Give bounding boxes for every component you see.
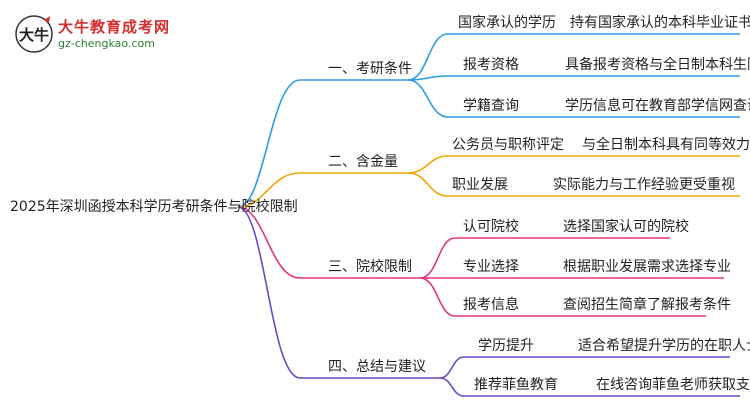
branch-1-topic-2: 报考资格: [463, 57, 519, 73]
branch-3-label: 三、院校限制: [328, 259, 412, 275]
branch-3-detail-1: 选择国家认可的院校: [563, 219, 689, 235]
branch-3-topic-3: 报考信息: [463, 297, 519, 313]
branch-1-topic-1: 国家承认的学历: [458, 15, 556, 31]
logo-emblem-icon: 大牛: [15, 15, 53, 53]
site-logo: 大牛 大牛教育成考网 gz-chengkao.com: [8, 10, 208, 56]
branch-4-detail-2: 在线咨询菲鱼老师获取支持: [596, 377, 750, 393]
logo-title: 大牛教育成考网: [58, 18, 171, 36]
branch-2-topic-1: 公务员与职称评定: [452, 137, 564, 153]
branch-4-detail-1: 适合希望提升学历的在职人士: [578, 338, 750, 354]
branch-1-detail-2: 具备报考资格与全日制本科生同等: [565, 57, 750, 73]
branch-4-connectors: [237, 206, 740, 397]
branch-3-topic-1: 认可院校: [463, 219, 519, 235]
branch-4-topic-2: 推荐菲鱼教育: [474, 377, 558, 393]
branch-1-connectors: [237, 33, 740, 208]
branch-3-topic-2: 专业选择: [463, 259, 519, 275]
branch-2-detail-1: 与全日制本科具有同等效力: [582, 137, 750, 153]
svg-text:大牛: 大牛: [19, 26, 49, 44]
branch-3-detail-2: 根据职业发展需求选择专业: [563, 259, 731, 275]
branch-3-connectors: [237, 206, 724, 317]
branch-4-label: 四、总结与建议: [328, 359, 426, 375]
branch-2-label: 二、含金量: [328, 154, 398, 170]
branch-3-detail-3: 查阅招生简章了解报考条件: [563, 297, 731, 313]
root-topic: 2025年深圳函授本科学历考研条件与院校限制: [10, 199, 298, 215]
branch-2-topic-2: 职业发展: [452, 177, 508, 193]
branch-1-detail-3: 学历信息可在教育部学信网查询: [565, 98, 750, 114]
branch-4-topic-1: 学历提升: [478, 338, 534, 354]
branch-1-label: 一、考研条件: [328, 61, 412, 77]
branch-1-detail-1: 持有国家承认的本科毕业证书: [570, 15, 750, 31]
logo-url: gz-chengkao.com: [58, 37, 155, 50]
branch-1-topic-3: 学籍查询: [463, 98, 519, 114]
branch-2-detail-2: 实际能力与工作经验更受重视: [553, 177, 735, 193]
branch-2-connectors: [237, 155, 740, 208]
